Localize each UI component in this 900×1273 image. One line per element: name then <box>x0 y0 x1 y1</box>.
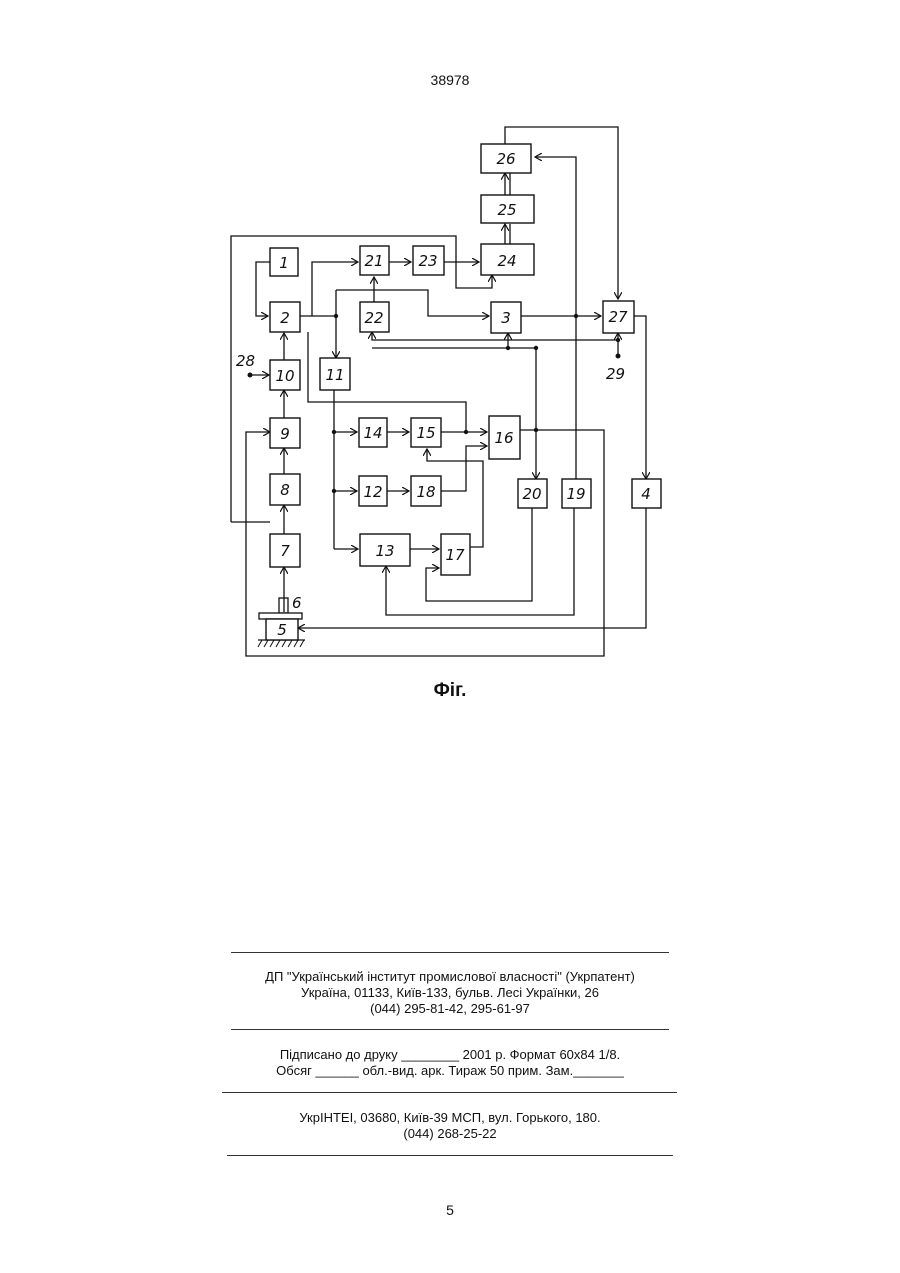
imprint-line: (044) 268-25-22 <box>0 1126 900 1142</box>
block-5-label: 5 <box>277 621 287 639</box>
block-23-label: 23 <box>418 252 437 270</box>
imprint-line: Обсяг ______ обл.-вид. арк. Тираж 50 при… <box>0 1063 900 1079</box>
block-17-label: 17 <box>445 546 465 564</box>
block-diagram: 1 2 10 9 8 7 5 11 21 23 24 25 26 22 3 27… <box>0 0 900 680</box>
divider <box>227 1155 673 1156</box>
block-8-label: 8 <box>280 481 290 499</box>
block-25-label: 25 <box>497 201 516 219</box>
divider <box>231 1029 669 1030</box>
block-12-label: 12 <box>363 483 382 501</box>
block-15-label: 15 <box>416 424 435 442</box>
block-21-label: 21 <box>364 252 383 270</box>
block-13-label: 13 <box>375 542 394 560</box>
block-18-label: 18 <box>416 483 435 501</box>
divider <box>222 1092 677 1093</box>
label-28: 28 <box>236 352 255 370</box>
imprint-line: Україна, 01133, Київ-133, бульв. Лесі Ук… <box>0 985 900 1001</box>
blocks <box>266 144 661 640</box>
divider <box>231 952 669 953</box>
imprint-line: Підписано до друку ________ 2001 р. Форм… <box>0 1047 900 1063</box>
junction-dots <box>248 314 621 493</box>
page-number: 5 <box>0 1202 900 1218</box>
block-4-label: 4 <box>641 485 651 503</box>
block-20-label: 20 <box>522 485 541 503</box>
block-19-label: 19 <box>566 485 585 503</box>
connections <box>231 127 646 656</box>
figure-caption: Фіг. <box>0 680 900 702</box>
label-6: 6 <box>292 594 302 612</box>
block-27-label: 27 <box>608 308 628 326</box>
block-26-label: 26 <box>496 150 515 168</box>
block-1-label: 1 <box>279 254 289 272</box>
block-11-label: 11 <box>325 366 344 384</box>
block-10-label: 10 <box>275 367 294 385</box>
block-2-label: 2 <box>280 309 290 327</box>
imprint-line: (044) 295-81-42, 295-61-97 <box>0 1001 900 1017</box>
label-29: 29 <box>606 365 625 383</box>
block-9-label: 9 <box>280 425 290 443</box>
block-16-label: 16 <box>494 429 513 447</box>
imprint-line: ДП "Український інститут промислової вла… <box>0 969 900 985</box>
block-14-label: 14 <box>363 424 382 442</box>
imprint-line: УкрІНТЕІ, 03680, Київ-39 МСП, вул. Горьк… <box>0 1110 900 1126</box>
block-7-label: 7 <box>280 542 290 560</box>
block-24-label: 24 <box>497 252 516 270</box>
block-3-label: 3 <box>501 309 511 327</box>
block-22-label: 22 <box>364 309 383 327</box>
